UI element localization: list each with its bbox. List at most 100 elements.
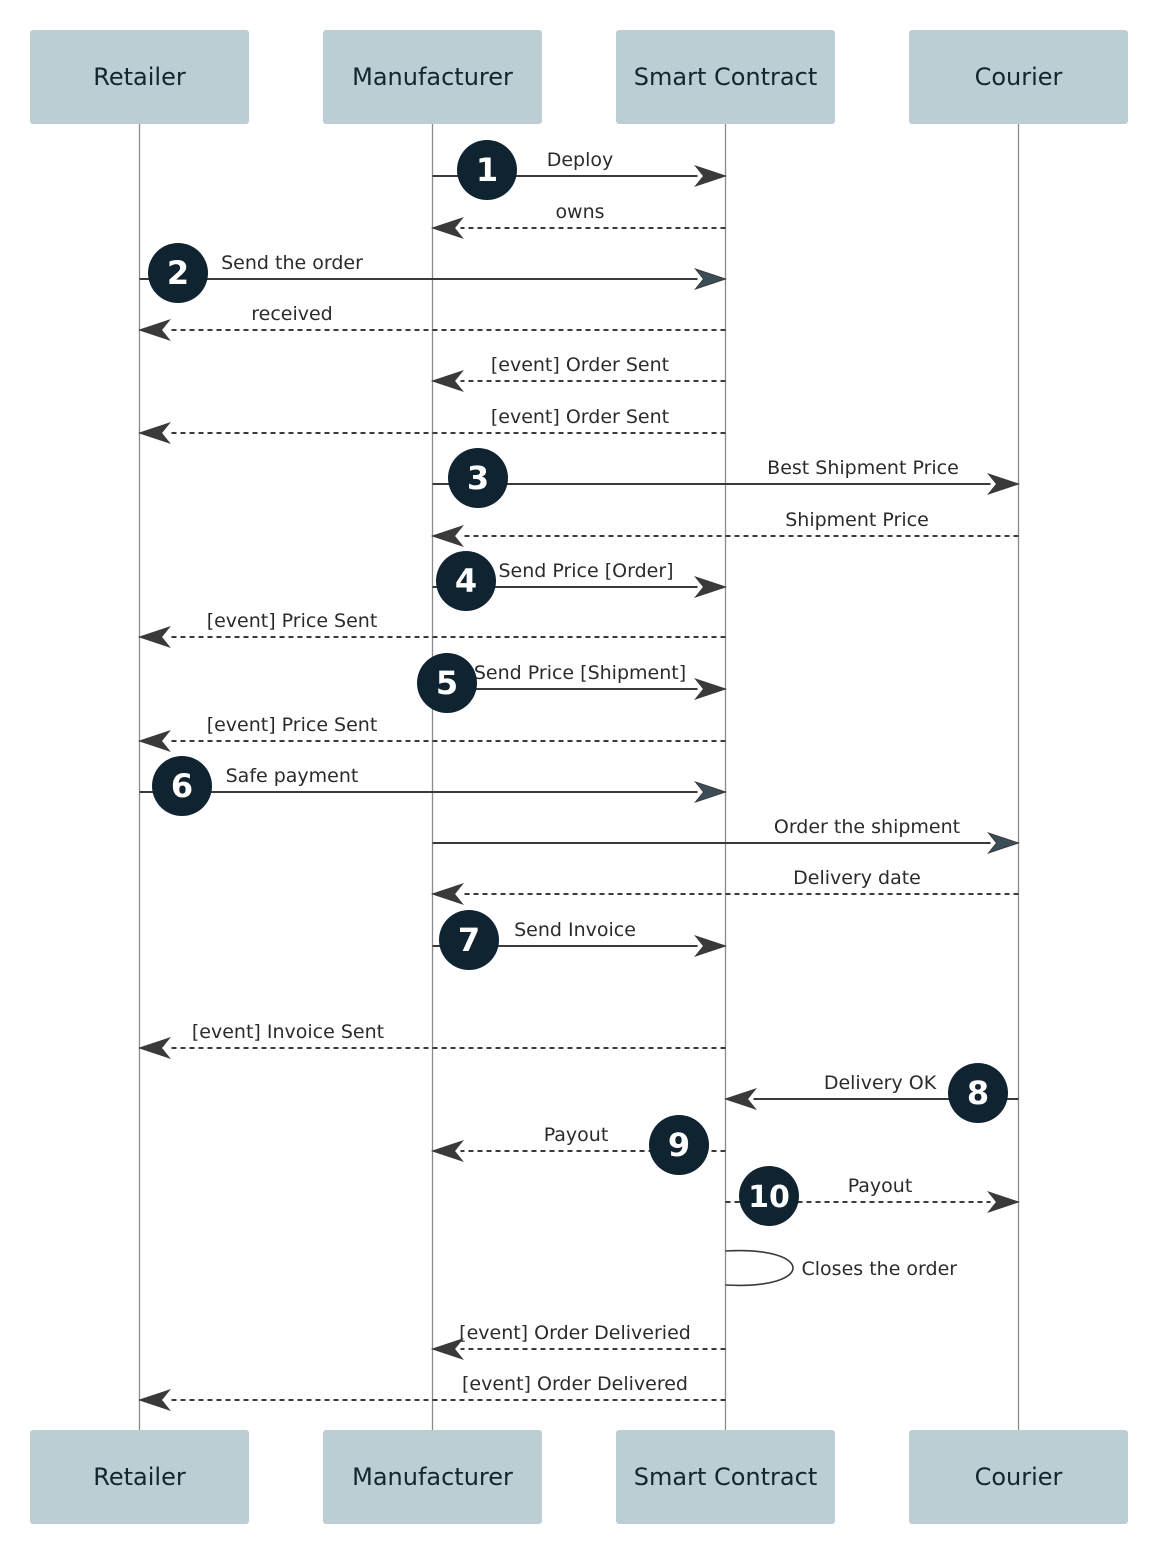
arrowhead xyxy=(987,1190,1021,1214)
message-label: Safe payment xyxy=(226,765,359,787)
step-badge-number: 8 xyxy=(967,1074,989,1112)
step-badge-number: 6 xyxy=(171,767,193,805)
message-1: Deploy 1 xyxy=(432,140,728,200)
message-label: Payout xyxy=(848,1175,913,1197)
message-19: Payout 9 xyxy=(430,1115,726,1175)
message-label: [event] Order Sent xyxy=(491,354,669,376)
step-badge-7: 7 xyxy=(439,910,499,970)
self-message-loop xyxy=(725,1249,794,1287)
step-badge-2: 2 xyxy=(148,243,208,303)
message-label: Order the shipment xyxy=(774,816,960,838)
message-label: owns xyxy=(555,201,604,223)
arrowhead xyxy=(430,524,464,548)
step-badge-number: 5 xyxy=(436,664,458,702)
step-badge-circle xyxy=(649,1115,709,1175)
step-badge-circle xyxy=(148,243,208,303)
message-label: Best Shipment Price xyxy=(767,457,959,479)
step-badge-number: 7 xyxy=(458,921,480,959)
message-3: Send the order 2 xyxy=(139,243,728,303)
step-badge-circle xyxy=(152,756,212,816)
step-badge-10: 10 xyxy=(739,1166,799,1226)
arrowhead xyxy=(430,1139,464,1163)
message-label: [event] Invoice Sent xyxy=(192,1021,384,1043)
message-label: Shipment Price xyxy=(785,509,929,531)
message-label: Payout xyxy=(544,1124,609,1146)
actor-smart-contract-top: Smart Contract xyxy=(616,30,835,124)
arrowhead xyxy=(694,677,728,701)
message-10: [event] Price Sent xyxy=(137,610,726,649)
message-label: received xyxy=(251,303,333,325)
message-label: Delivery OK xyxy=(824,1072,937,1094)
step-badge-8: 8 xyxy=(948,1063,1008,1123)
actor-manufacturer-top: Manufacturer xyxy=(323,30,542,124)
message-20: Payout 10 xyxy=(725,1166,1021,1226)
step-badge-1: 1 xyxy=(457,140,517,200)
step-badge-number: 3 xyxy=(467,459,489,497)
arrowhead xyxy=(723,1087,757,1111)
message-label: Deploy xyxy=(547,149,614,171)
arrowhead xyxy=(694,934,728,958)
message-label: [event] Order Deliveried xyxy=(459,1322,691,1344)
message-21: Closes the order xyxy=(725,1249,958,1287)
actor-manufacturer-bottom: Manufacturer xyxy=(323,1430,542,1524)
message-label: Closes the order xyxy=(802,1258,958,1280)
actor-smart-contract-bottom: Smart Contract xyxy=(616,1430,835,1524)
arrowhead xyxy=(137,421,171,445)
arrowhead xyxy=(694,267,728,291)
arrowhead xyxy=(694,164,728,188)
arrowhead xyxy=(987,831,1021,855)
message-23: [event] Order Delivered xyxy=(137,1373,726,1412)
step-badge-circle xyxy=(439,910,499,970)
message-13: Safe payment 6 xyxy=(139,756,728,816)
message-label: Send the order xyxy=(221,252,363,274)
arrowhead xyxy=(430,882,464,906)
message-12: [event] Price Sent xyxy=(137,714,726,753)
step-badge-3: 3 xyxy=(448,448,508,508)
arrowhead xyxy=(987,472,1021,496)
message-label: [event] Order Sent xyxy=(491,406,669,428)
message-5: [event] Order Sent xyxy=(430,354,726,393)
actor-courier-top: Courier xyxy=(909,30,1128,124)
message-label: Delivery date xyxy=(793,867,921,889)
step-badge-5: 5 xyxy=(417,653,477,713)
step-badge-number: 9 xyxy=(668,1126,690,1164)
arrowhead xyxy=(137,625,171,649)
step-badge-number: 1 xyxy=(476,151,498,189)
message-22: [event] Order Deliveried xyxy=(430,1322,726,1361)
message-4: received xyxy=(137,303,726,342)
message-9: Send Price [Order] 4 xyxy=(432,551,728,611)
step-badge-circle xyxy=(457,140,517,200)
message-11: Send Price [Shipment] 5 xyxy=(417,653,728,713)
arrowhead xyxy=(694,575,728,599)
step-badge-circle xyxy=(448,448,508,508)
step-badge-6: 6 xyxy=(152,756,212,816)
message-label: [event] Price Sent xyxy=(207,610,378,632)
message-label: Send Price [Order] xyxy=(498,560,673,582)
step-badge-number: 2 xyxy=(167,254,189,292)
message-8: Shipment Price xyxy=(430,509,1019,548)
message-2: owns xyxy=(430,201,726,240)
step-badge-9: 9 xyxy=(649,1115,709,1175)
arrowhead xyxy=(694,780,728,804)
arrowhead xyxy=(137,1388,171,1412)
step-badge-circle xyxy=(739,1166,799,1226)
arrowhead xyxy=(430,1337,464,1361)
arrowhead xyxy=(430,369,464,393)
arrowhead xyxy=(137,1036,171,1060)
arrowhead xyxy=(137,318,171,342)
step-badge-circle xyxy=(948,1063,1008,1123)
arrowhead xyxy=(137,729,171,753)
message-15: Delivery date xyxy=(430,867,1019,906)
actor-courier-bottom: Courier xyxy=(909,1430,1128,1524)
step-badge-number: 4 xyxy=(455,562,477,600)
actor-retailer-top: Retailer xyxy=(30,30,249,124)
actor-retailer-bottom: Retailer xyxy=(30,1430,249,1524)
step-badge-circle xyxy=(417,653,477,713)
step-badge-number: 10 xyxy=(748,1180,790,1215)
message-label: [event] Order Delivered xyxy=(462,1373,688,1395)
message-label: Send Price [Shipment] xyxy=(474,662,686,684)
message-14: Order the shipment xyxy=(432,816,1021,855)
